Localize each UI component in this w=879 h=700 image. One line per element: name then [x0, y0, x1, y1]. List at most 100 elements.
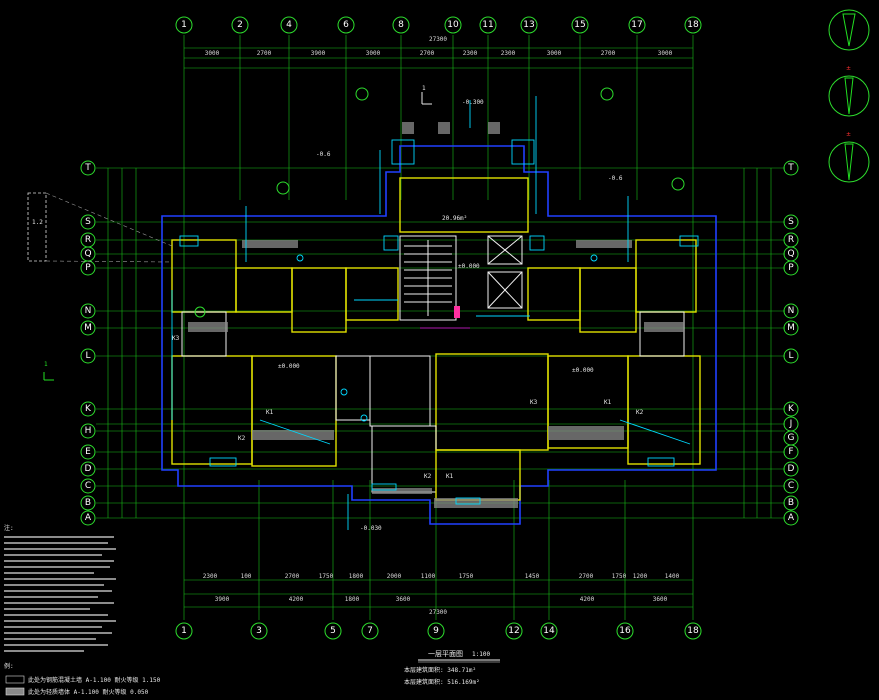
column-bubbles-top: 1 2 4 6 8 10 11 13 15 17 18 [175, 16, 702, 34]
svg-text:15: 15 [574, 20, 585, 30]
magenta-marks [420, 306, 470, 329]
axis-bubble: 18 [684, 622, 702, 640]
svg-text:3000: 3000 [205, 50, 220, 57]
svg-text:-0.030: -0.030 [360, 525, 382, 532]
svg-text:2700: 2700 [601, 50, 616, 57]
axis-bubble: L [80, 348, 96, 364]
axis-bubble: 18 [684, 16, 702, 34]
svg-text:K3: K3 [530, 399, 538, 406]
stair [404, 235, 523, 316]
svg-text:C: C [85, 481, 91, 491]
svg-text:1: 1 [181, 20, 187, 30]
notes: 注: 例: 此处为钢筋混凝土墙 A-1.100 耐火等级 1.150 [4, 524, 161, 696]
svg-text:B: B [85, 498, 91, 508]
svg-text:-0.6: -0.6 [608, 175, 623, 182]
svg-text:18: 18 [687, 626, 699, 636]
svg-text:-0.300: -0.300 [462, 99, 484, 106]
axis-bubble: Q [80, 246, 96, 262]
axis-bubble: R [783, 232, 799, 248]
svg-text:2300: 2300 [203, 573, 218, 580]
axis-bubble: 1 [175, 16, 193, 34]
building-outline [161, 145, 717, 525]
axis-bubble: C [80, 478, 96, 494]
axis-bubble: M [783, 320, 799, 336]
axis-bubble: D [80, 461, 96, 477]
svg-text:注:: 注: [4, 524, 14, 532]
axis-bubble: T [80, 160, 96, 176]
svg-text:1750: 1750 [459, 573, 474, 580]
svg-text:2: 2 [237, 20, 243, 30]
svg-text:M: M [787, 323, 795, 333]
annotations: -0.300 -0.6 -0.6 -0.030 ±0.000 ±0.000 ±0… [172, 99, 644, 532]
svg-text:Q: Q [84, 249, 91, 259]
svg-text:6: 6 [343, 20, 349, 30]
drawing-title: 一层平面图 [428, 650, 463, 658]
svg-text:K3: K3 [172, 335, 180, 342]
svg-text:T: T [84, 163, 91, 173]
legend-item: 此处为钢筋混凝土墙 A-1.100 耐火等级 1.150 [28, 676, 161, 684]
svg-text:T: T [787, 163, 794, 173]
svg-text:-0.6: -0.6 [316, 151, 331, 158]
svg-text:H: H [85, 426, 92, 436]
notes-text-block [4, 536, 116, 652]
svg-text:27300: 27300 [429, 609, 447, 616]
svg-text:3900: 3900 [215, 596, 230, 603]
svg-text:7: 7 [367, 626, 373, 636]
row-bubbles-right: T S R Q P N M L K J G F D C B A [783, 160, 799, 526]
area-line-2: 本层建筑面积: 516.169m² [404, 678, 480, 686]
svg-text:3000: 3000 [658, 50, 673, 57]
svg-text:Q: Q [787, 249, 794, 259]
axis-bubble: S [783, 214, 799, 230]
pipes [171, 96, 699, 530]
svg-text:D: D [788, 464, 795, 474]
svg-text:±: ± [846, 65, 851, 72]
svg-text:L: L [85, 351, 90, 361]
drawing-scale: 1:100 [472, 651, 490, 658]
axis-bubble: A [80, 510, 96, 526]
svg-text:8: 8 [398, 20, 404, 30]
axis-bubble: C [783, 478, 799, 494]
svg-text:2300: 2300 [463, 50, 478, 57]
axis-bubble: B [783, 495, 799, 511]
svg-text:1800: 1800 [349, 573, 364, 580]
axis-bubble: G [783, 430, 799, 446]
legend-item: 此处为轻质墙体 A-1.100 耐火等级 0.050 [28, 688, 149, 696]
svg-text:2700: 2700 [579, 573, 594, 580]
dimensions-top: 27300 3000 2700 3900 3000 2700 2300 2300… [205, 36, 673, 57]
svg-text:3900: 3900 [311, 50, 326, 57]
svg-text:S: S [788, 217, 794, 227]
axis-bubble: N [783, 303, 799, 319]
axis-bubble: F [783, 444, 799, 460]
axis-bubble: L [783, 348, 799, 364]
axis-bubble: T [783, 160, 799, 176]
axis-bubble: K [80, 401, 96, 417]
svg-text:3: 3 [256, 626, 262, 636]
axis-bubble: 2 [231, 16, 249, 34]
svg-text:±0.000: ±0.000 [458, 263, 480, 270]
detail-callout: 1.2 [27, 192, 173, 263]
axis-bubble: 14 [540, 622, 558, 640]
axis-bubble: D [783, 461, 799, 477]
axis-bubble: 16 [616, 622, 634, 640]
svg-text:1: 1 [44, 361, 48, 368]
svg-text:±0.000: ±0.000 [278, 363, 300, 370]
axis-bubble: P [80, 260, 96, 276]
svg-text:K2: K2 [238, 435, 246, 442]
svg-text:1750: 1750 [612, 573, 627, 580]
axis-bubble: M [80, 320, 96, 336]
svg-text:10: 10 [447, 20, 459, 30]
svg-text:F: F [788, 447, 793, 457]
svg-text:1.2: 1.2 [32, 219, 43, 226]
svg-text:1: 1 [181, 626, 187, 636]
axis-bubble: 6 [337, 16, 355, 34]
svg-text:100: 100 [241, 573, 252, 580]
svg-text:4200: 4200 [289, 596, 304, 603]
axis-bubble: P [783, 260, 799, 276]
axis-bubble: 11 [479, 16, 497, 34]
axis-bubble: 17 [628, 16, 646, 34]
axis-bubble: R [80, 232, 96, 248]
svg-text:N: N [85, 306, 92, 316]
svg-text:例:: 例: [4, 662, 14, 670]
axis-bubble: A [783, 510, 799, 526]
